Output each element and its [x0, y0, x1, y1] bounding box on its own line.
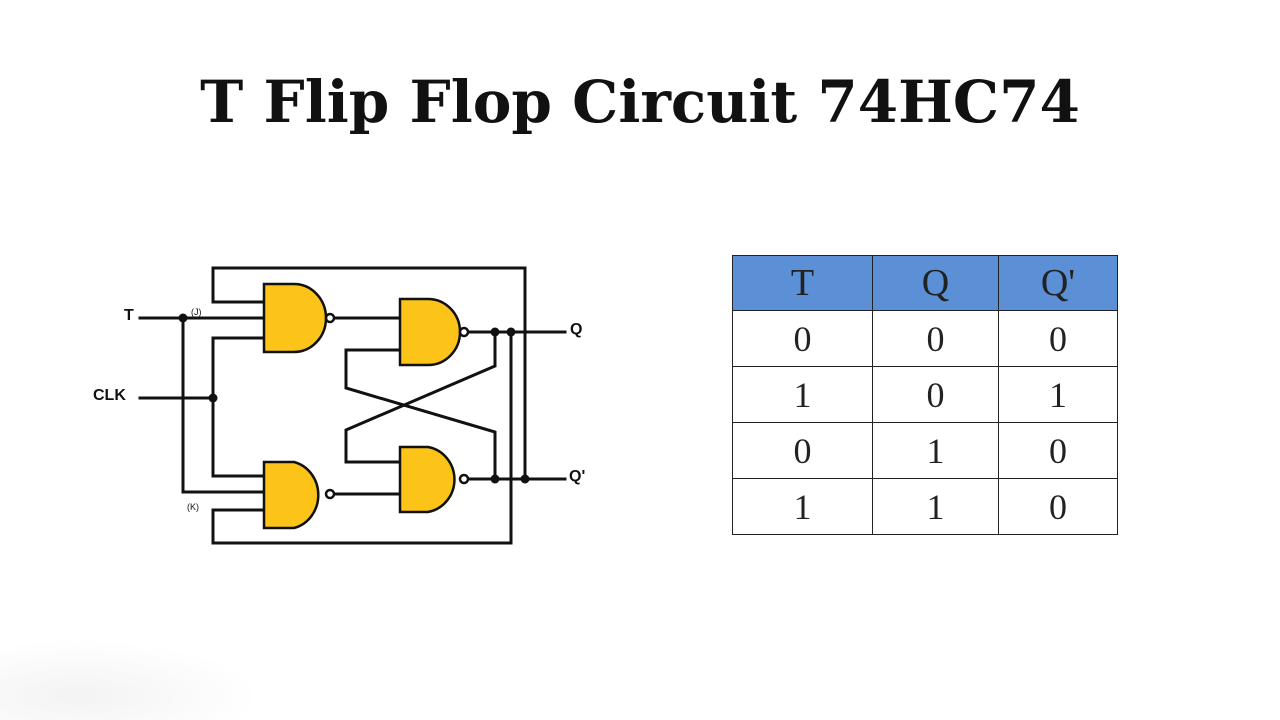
q-output-label: Q — [570, 321, 582, 338]
table-cell: 1 — [732, 478, 873, 535]
table-cell: 1 — [998, 366, 1118, 423]
page-title: T Flip Flop Circuit 74HC74 — [200, 68, 1080, 136]
table-cell: 0 — [732, 422, 873, 479]
table-cell: 0 — [732, 310, 873, 367]
nand-gate-upper-input — [262, 282, 328, 354]
table-row: 1 0 1 — [732, 366, 1118, 423]
j-input-label: (J) — [191, 307, 202, 317]
table-cell: 0 — [872, 310, 999, 367]
table-cell: 1 — [732, 366, 873, 423]
junction-dot — [490, 327, 500, 337]
junction-dot — [208, 393, 218, 403]
table-cell: 1 — [872, 422, 999, 479]
cross-coupling-wire-1 — [344, 348, 497, 481]
table-row: 0 0 0 — [732, 310, 1118, 367]
top-feedback-wire — [211, 266, 527, 481]
column-header-qbar: Q' — [998, 255, 1118, 311]
inversion-bubble — [458, 326, 470, 338]
table-cell: 0 — [998, 422, 1118, 479]
junction-dot — [178, 313, 188, 323]
k-input-label: (K) — [187, 502, 199, 512]
table-row: 0 1 0 — [732, 422, 1118, 479]
table-cell: 0 — [998, 310, 1118, 367]
table-cell: 1 — [872, 478, 999, 535]
inversion-bubble — [324, 312, 336, 324]
junction-dot — [520, 474, 530, 484]
truth-table: T Q Q' 0 0 0 1 0 1 0 1 0 1 1 0 — [732, 255, 1118, 535]
clk-input-label: CLK — [93, 387, 126, 404]
bottom-feedback-wire — [211, 330, 513, 545]
junction-dot — [490, 474, 500, 484]
inversion-bubble — [458, 473, 470, 485]
nand-gate-upper-latch — [398, 297, 462, 367]
table-row: 1 1 0 — [732, 478, 1118, 535]
t-input-label: T — [124, 307, 134, 324]
junction-dot — [506, 327, 516, 337]
table-cell: 0 — [872, 366, 999, 423]
cross-coupling-wire-2 — [344, 330, 497, 464]
column-header-q: Q — [872, 255, 999, 311]
nand-gate-lower-input — [262, 460, 320, 530]
column-header-t: T — [732, 255, 873, 311]
truth-table-header-row: T Q Q' — [732, 255, 1118, 311]
qbar-output-label: Q' — [569, 468, 585, 485]
background-smudge — [0, 640, 260, 720]
table-cell: 0 — [998, 478, 1118, 535]
clk-bus-wire — [211, 336, 266, 478]
t-to-lower-gate-wire — [181, 316, 266, 494]
nand-gate-lower-latch — [398, 445, 456, 514]
inversion-bubble — [324, 488, 336, 500]
